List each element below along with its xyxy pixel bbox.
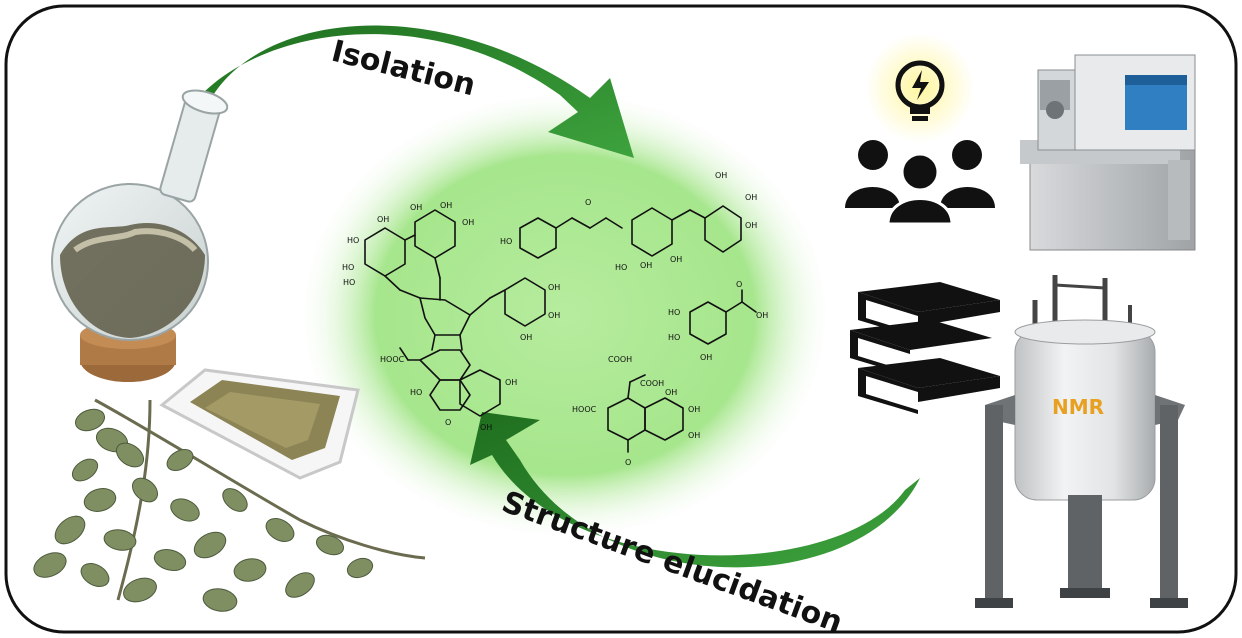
gallic-acid-structure: [689, 289, 757, 345]
chemical-structures: HO OH HO HO OH OH OH OH OH OH HOOC OH OH…: [342, 171, 768, 467]
svg-text:OH: OH: [505, 378, 517, 387]
svg-text:OH: OH: [462, 218, 474, 227]
svg-text:O: O: [736, 280, 742, 289]
svg-text:HOOC: HOOC: [380, 355, 405, 364]
team-idea-icon: [845, 33, 995, 226]
powder-tray: [159, 368, 360, 480]
svg-text:HO: HO: [500, 237, 512, 246]
coumaroyl-glucoside-structure: [519, 205, 742, 259]
svg-text:OH: OH: [688, 405, 700, 414]
svg-text:OH: OH: [520, 333, 532, 342]
svg-text:OH: OH: [756, 311, 768, 320]
svg-text:OH: OH: [700, 353, 712, 362]
svg-text:OH: OH: [410, 203, 422, 212]
svg-text:HO: HO: [342, 263, 354, 272]
green-glow-background: [295, 87, 835, 543]
nmr-label: NMR: [1052, 395, 1104, 419]
svg-text:HO: HO: [347, 236, 359, 245]
svg-text:HO: HO: [410, 388, 422, 397]
svg-text:OH: OH: [715, 171, 727, 180]
svg-text:OH: OH: [745, 221, 757, 230]
svg-text:COOH: COOH: [640, 379, 664, 388]
plant-leaves: [33, 398, 426, 612]
svg-text:OH: OH: [745, 193, 757, 202]
svg-text:O: O: [445, 418, 451, 427]
svg-text:HO: HO: [615, 263, 627, 272]
svg-text:OH: OH: [377, 215, 389, 224]
chebulic-acid-structure: [607, 374, 684, 453]
round-bottom-flask: [51, 89, 229, 382]
svg-text:OH: OH: [548, 311, 560, 320]
svg-text:HO: HO: [343, 278, 355, 287]
svg-text:OH: OH: [665, 388, 677, 397]
svg-text:HO: HO: [668, 333, 680, 342]
svg-text:HOOC: HOOC: [572, 405, 597, 414]
svg-text:O: O: [625, 458, 631, 467]
svg-text:OH: OH: [548, 283, 560, 292]
books-icon: [850, 282, 1000, 414]
mass-spectrometer: [1020, 54, 1196, 251]
svg-text:COOH: COOH: [608, 355, 632, 364]
structure-elucidation-arrow: [470, 412, 920, 568]
ellagitannin-structure: [364, 209, 546, 417]
isolation-arrow: [185, 25, 634, 158]
svg-text:HO: HO: [668, 308, 680, 317]
nmr-magnet: NMR: [975, 275, 1188, 608]
svg-text:OH: OH: [440, 201, 452, 210]
svg-text:OH: OH: [670, 255, 682, 264]
svg-text:O: O: [585, 198, 591, 207]
lightbulb-icon: [895, 60, 945, 121]
svg-text:OH: OH: [640, 261, 652, 270]
svg-text:OH: OH: [480, 423, 492, 432]
svg-text:OH: OH: [688, 431, 700, 440]
